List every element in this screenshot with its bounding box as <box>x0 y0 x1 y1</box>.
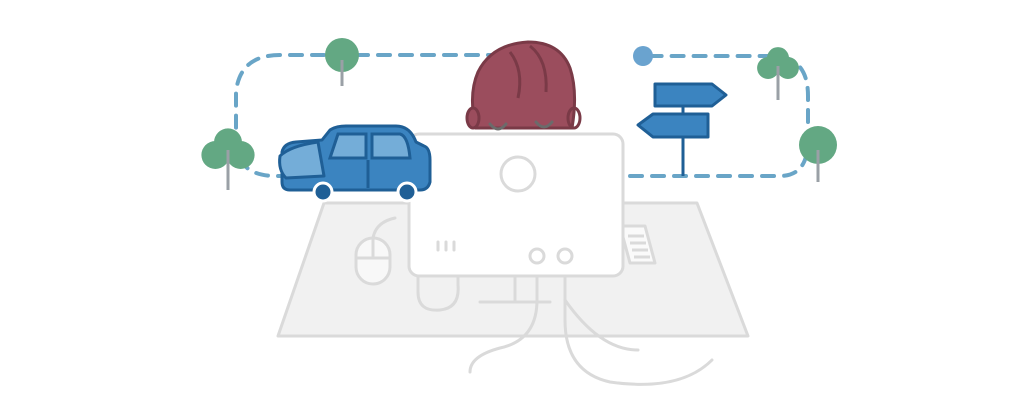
car-wheel-rear <box>396 181 418 203</box>
left-ear <box>465 106 481 130</box>
tree-crown <box>214 128 242 157</box>
sign-right <box>653 82 728 108</box>
tree-icon <box>799 126 837 182</box>
tree-icon <box>325 38 359 86</box>
monitor-ports <box>436 240 574 265</box>
monitor-icon <box>407 132 625 278</box>
signpost-icon <box>636 82 728 176</box>
trees <box>201 38 837 190</box>
car-hood <box>278 140 326 180</box>
car-wheel-front <box>312 181 334 203</box>
monitor-screen <box>407 132 625 278</box>
tree-crown <box>767 47 789 70</box>
hair-part <box>508 44 548 99</box>
tree-crown <box>799 126 837 164</box>
right-ear <box>566 106 582 130</box>
tree-crown <box>325 38 359 72</box>
hair <box>471 40 577 130</box>
tree-icon <box>201 128 255 190</box>
monitor-cables <box>416 246 714 386</box>
monitor-stand <box>478 272 552 304</box>
person-icon <box>465 40 582 131</box>
left-eye <box>488 122 508 131</box>
keyboard-icon <box>618 224 657 265</box>
sign-left <box>636 112 710 139</box>
route-loop <box>234 53 810 178</box>
mouse-icon <box>354 216 397 286</box>
car-window-front <box>327 132 368 160</box>
tree-icon <box>757 47 799 100</box>
right-eye <box>534 120 554 129</box>
monitor-logo <box>499 155 537 193</box>
car-window-rear <box>370 132 412 160</box>
route-start-dot <box>633 46 653 66</box>
car-icon <box>278 124 432 203</box>
